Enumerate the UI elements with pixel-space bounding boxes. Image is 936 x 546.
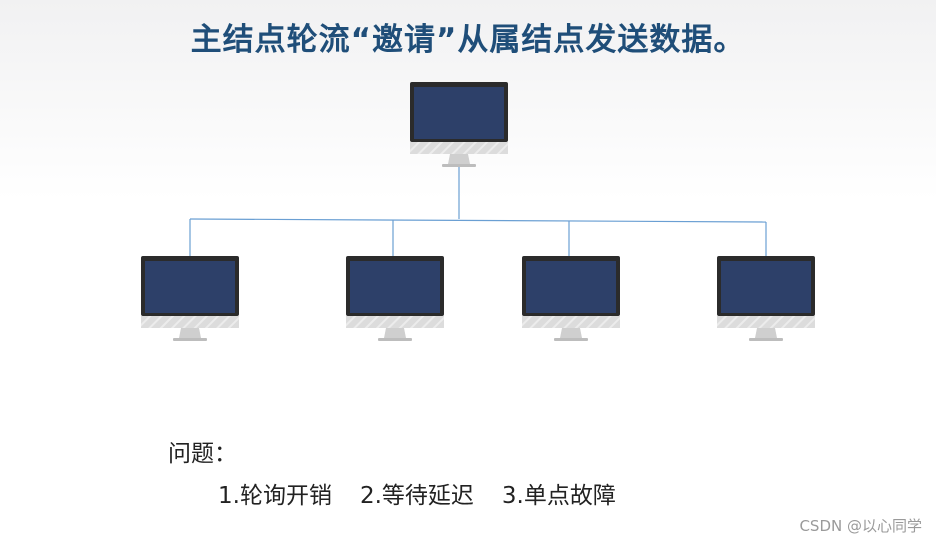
links xyxy=(189,166,767,257)
slide-title: 主结点轮流“邀请”从属结点发送数据。 xyxy=(190,22,746,58)
slave-node-2-monitor-icon xyxy=(346,256,444,341)
master-node-monitor-icon xyxy=(410,82,508,167)
link-bus xyxy=(189,218,767,223)
slave-node-1-monitor-icon xyxy=(141,256,239,341)
slave-node-3-monitor-icon xyxy=(522,256,620,341)
watermark: CSDN @以心同学 xyxy=(799,517,922,535)
problem-item-1: 1.轮询开销 xyxy=(218,483,332,509)
problem-list: 1.轮询开销 2.等待延迟 3.单点故障 xyxy=(218,476,616,510)
slave-node-4-monitor-icon xyxy=(717,256,815,341)
problems-heading: 问题： xyxy=(168,441,237,467)
problem-item-3: 3.单点故障 xyxy=(501,483,616,509)
problem-item-2: 2.等待延迟 xyxy=(359,483,474,509)
